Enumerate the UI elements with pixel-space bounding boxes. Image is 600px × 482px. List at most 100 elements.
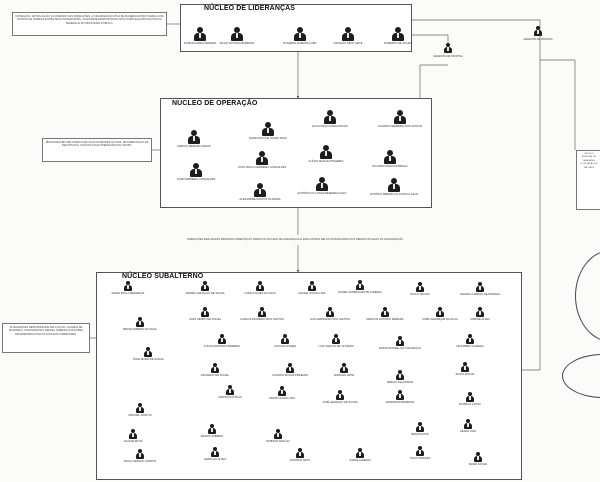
- member: CLAUDIO FERREIRA DOS SANTOS: [370, 110, 430, 128]
- member-name: FRANCISCO SILVA: [218, 396, 242, 399]
- person-icon: [286, 363, 294, 373]
- person-icon: [326, 307, 334, 317]
- member-name: PAULO SÉRGIO CAMPOS: [123, 460, 157, 463]
- person-icon: [144, 347, 152, 357]
- finance-manager-icon: [442, 43, 454, 53]
- member-name: JULIANA MOTA: [123, 440, 143, 443]
- member: BRUNA RIBEIRO DA SILVA: [110, 317, 170, 331]
- member-name: MANOEL SANTOS: [128, 414, 152, 417]
- member-name: EDUARDO DE SOUZA: [201, 374, 229, 377]
- member: ANDRÉ CARVALHO DE SOUZA: [175, 281, 235, 295]
- member-name: PEDRO ALVES LIMA: [269, 397, 295, 400]
- member-name: LEONARDO ALMEIDA: [456, 345, 484, 348]
- member: ELVIS SILVA CUNHA MATOS: [300, 110, 360, 128]
- member-name: FLÁVIO ARAÚJO PINHEIRO: [308, 160, 344, 163]
- member: ANTÔNIO NETO: [270, 448, 330, 462]
- member-name: MARIA SOUZA: [468, 463, 488, 466]
- person-icon: [466, 334, 474, 344]
- connector-description: OPERAÇÕES REALIZADAS MEDIANTE ORIENTAÇÃO…: [186, 238, 404, 241]
- person-icon: [396, 390, 404, 400]
- member: JORGE ALMEIDA: [330, 448, 390, 462]
- member-name: SIMONE ALVES: [470, 318, 490, 321]
- member: RICARDO MARCOS BRAGA: [360, 150, 420, 168]
- operation-box: [160, 98, 432, 208]
- person-icon: [396, 370, 404, 380]
- member-name: ANTÔNIO NETO: [289, 459, 311, 462]
- leadership-title: NÚCLEO DE LIDERANÇAS: [204, 5, 296, 12]
- person-icon: [124, 281, 132, 291]
- member: ROGÉRIO ALMEIDA LOBO: [270, 27, 330, 45]
- member-name: OSVALDO NETO LEITE: [333, 42, 363, 45]
- member-name: ELVIS SILVA CUNHA MATOS: [312, 125, 348, 128]
- member-name: SÉRGIO DE MORAIS: [386, 381, 414, 384]
- member: LUCAS MARTINS FERREIRA: [192, 334, 252, 348]
- member-name: SILVIO ROCHA: [455, 373, 475, 376]
- person-icon: [218, 334, 226, 344]
- member-name: LUIS FERNANDO DOS SANTOS: [309, 318, 351, 321]
- person-icon: [208, 424, 216, 434]
- member-name: GERALDO ALVES: [203, 458, 227, 461]
- member-name: DANIEL RODRIGUES DE ALMEIDA: [338, 291, 382, 294]
- person-icon: [320, 145, 332, 159]
- member: GERALDO ALVES: [185, 447, 245, 461]
- finance-manager-label: GERENTE DE PROPINA: [433, 55, 463, 58]
- member: RENATA DIAS: [390, 422, 450, 436]
- member: MANOEL SANTOS: [110, 403, 170, 417]
- person-icon: [226, 385, 234, 395]
- member: JOSÉ RICARDO PEREIRA: [170, 27, 230, 45]
- member-name: SILVIO ANTONIO BARBOSA: [219, 42, 255, 45]
- member: LUCIANA GOMES: [255, 334, 315, 348]
- member: EDSON RAFAEL DA CONCEIÇÃO: [370, 336, 430, 350]
- member-name: ADRIANO LEITE: [333, 374, 355, 377]
- member-name: CÉSAR LIMA: [459, 430, 477, 433]
- person-icon: [258, 307, 266, 317]
- member: CARLOS EDUARDO DOS SANTOS: [232, 307, 292, 321]
- member-name: ROBERTO DE SOUZA: [384, 42, 412, 45]
- member-name: LUCAS MARTINS FERREIRA: [203, 345, 241, 348]
- member: TIAGO MORAES: [390, 446, 450, 460]
- person-icon: [262, 122, 274, 136]
- member-name: JORGE ALMEIDA: [349, 459, 371, 462]
- member: ROBSON ARAÚJO: [248, 429, 308, 443]
- member: CLÁUDIO ROCHA PINHEIRO: [260, 363, 320, 377]
- member-name: HELENA CAMPOS DE MORAES: [460, 293, 500, 296]
- leadership-box: [180, 4, 412, 52]
- person-icon: [392, 27, 404, 41]
- subordinate-title: NÚCLEO SUBALTERNO: [122, 273, 204, 280]
- person-icon: [416, 422, 424, 432]
- member-name: PAULO ROCHA: [410, 293, 430, 296]
- person-icon: [254, 183, 266, 197]
- member-name: RAFAEL SOUZA LIMA: [298, 292, 326, 295]
- member: SILVIO ANTONIO BARBOSA: [207, 27, 267, 45]
- member-name: JOÃO PEDRO DE SOUZA: [188, 318, 222, 321]
- member: PAULO SÉRGIO CAMPOS: [110, 449, 170, 463]
- member: PAULO ROCHA: [390, 282, 450, 296]
- person-icon: [211, 447, 219, 457]
- person-icon: [476, 282, 484, 292]
- person-icon: [436, 307, 444, 317]
- member: JULIANA MOTA: [103, 429, 163, 443]
- person-icon: [324, 110, 336, 124]
- leadership-note: FORMAÇÃO, ARTICULAÇÃO E COMANDO DAS OPER…: [12, 12, 167, 36]
- member: LEONARDO ALMEIDA: [440, 334, 500, 348]
- member: PATRÍCIA COSTA: [440, 392, 500, 406]
- member-name: LUCIANA GOMES: [273, 345, 297, 348]
- member: MARIA SOUZA: [448, 452, 508, 466]
- member: MARCOS ANTONIO PEREIRA: [355, 307, 415, 321]
- member: HELENA CAMPOS DE MORAES: [450, 282, 510, 296]
- right-side-note: NÚCLEO ESPECIAL DE LAVAGEM E OCULTAÇÃO D…: [576, 150, 600, 210]
- person-icon: [201, 307, 209, 317]
- finance-manager-right-label: GERENTE DE PROPINA: [523, 38, 553, 41]
- member: FRANCISCO SILVA: [200, 385, 260, 399]
- person-icon: [256, 281, 264, 291]
- person-icon: [332, 334, 340, 344]
- member: LUIS FERNANDO DOS SANTOS: [300, 307, 360, 321]
- person-icon: [136, 403, 144, 413]
- member: ROBERTO DE SOUZA: [368, 27, 428, 45]
- member: DANIEL RODRIGUES DE ALMEIDA: [330, 280, 390, 294]
- member-name: RENATA DIAS: [411, 433, 429, 436]
- member: SILVIO ROCHA: [435, 362, 495, 376]
- member: FÁBIO HENRIQUE DA SILVA: [410, 307, 470, 321]
- member-name: ANDERSON BARBOSA: [385, 401, 415, 404]
